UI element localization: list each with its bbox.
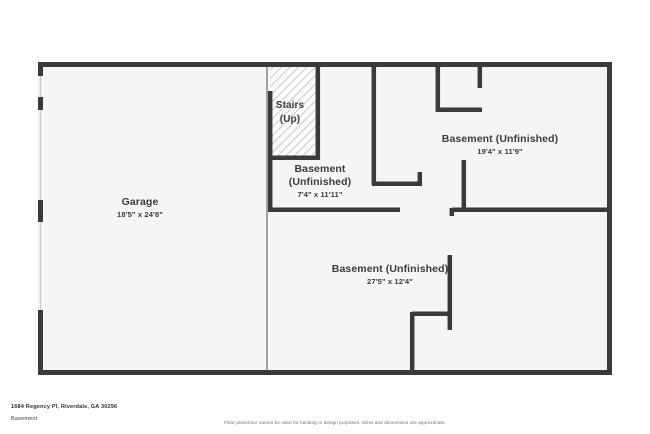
- floor-name: Basement: [11, 416, 38, 422]
- exterior-wall-group: [38, 62, 612, 375]
- floor-plan-svg[interactable]: [0, 0, 650, 396]
- stairs-hatch-fill: [270, 66, 318, 158]
- stairs-region: [270, 66, 318, 158]
- property-address: 1684 Regency Pl, Riverdale, GA 30296: [11, 404, 118, 410]
- floor-slab: [38, 62, 610, 375]
- legal-disclaimer: Floor plans/tour cannot be used for buil…: [224, 420, 446, 425]
- interior-wall-group: [267, 66, 612, 375]
- floor-plan-drawing[interactable]: Garage 18'5" x 24'8" Basement (Unfinishe…: [0, 0, 650, 396]
- floor-fill-group: [38, 62, 610, 375]
- floor-plan-footer: 1684 Regency Pl, Riverdale, GA 30296 Bas…: [0, 396, 650, 434]
